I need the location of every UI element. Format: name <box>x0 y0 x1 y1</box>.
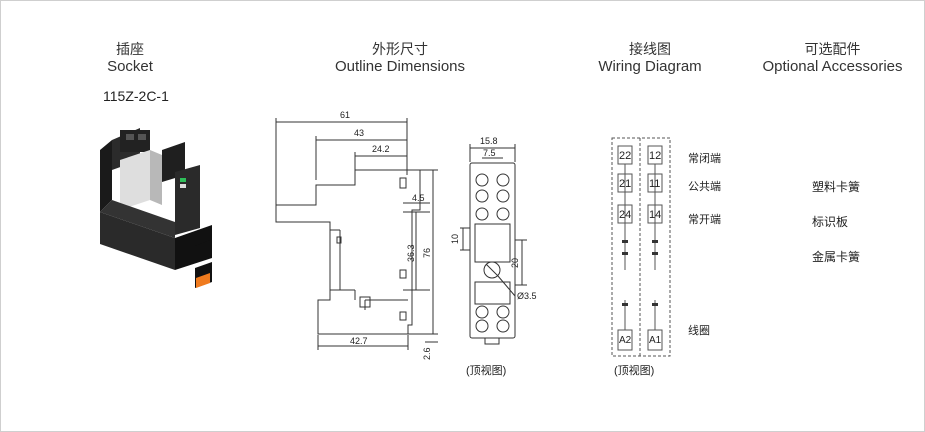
accessories-header: 可选配件 Optional Accessories <box>750 40 915 76</box>
wiring-header-en: Wiring Diagram <box>598 58 702 75</box>
dim-4-5: 4.5 <box>412 193 425 203</box>
dim-3-5: Ø3.5 <box>517 291 537 301</box>
terminal-a2: A2 <box>619 335 632 346</box>
dim-15-8: 15.8 <box>480 136 498 146</box>
accessories-header-en: Optional Accessories <box>762 58 903 75</box>
outline-header-zh: 外形尺寸 <box>372 41 428 57</box>
dim-43: 43 <box>354 128 364 138</box>
side-outline-drawing <box>275 118 438 350</box>
wiring-caption: (顶视图) <box>614 365 655 377</box>
label-no: 常开端 <box>688 214 721 226</box>
dim-24-2: 24.2 <box>372 144 390 154</box>
socket-header-zh: 插座 <box>116 41 144 57</box>
dim-42-7: 42.7 <box>350 336 368 346</box>
dim-7-5: 7.5 <box>483 148 496 158</box>
accessory-marker-plate: 标识板 <box>812 215 849 229</box>
dim-20: 20 <box>510 258 520 268</box>
dim-36-3: 36.3 <box>406 244 416 262</box>
wiring-diagram <box>611 137 671 357</box>
wiring-header-zh: 接线图 <box>629 41 671 57</box>
outline-header: 外形尺寸 Outline Dimensions <box>320 40 480 76</box>
model-number: 115Z-2C-1 <box>103 88 169 104</box>
terminal-14: 14 <box>649 209 662 221</box>
terminal-11: 11 <box>649 178 661 190</box>
dim-10: 10 <box>450 234 460 244</box>
terminal-21: 21 <box>619 178 632 190</box>
dim-2-6: 2.6 <box>422 347 432 360</box>
dim-61: 61 <box>340 110 350 120</box>
label-nc: 常闭端 <box>688 153 721 165</box>
terminal-a1: A1 <box>649 335 662 346</box>
terminal-24: 24 <box>619 209 632 221</box>
socket-photo <box>100 128 212 288</box>
accessory-metal-clip: 金属卡簧 <box>812 250 861 264</box>
dim-76: 76 <box>422 248 432 258</box>
top-view-drawing <box>460 144 527 345</box>
socket-header-en: Socket <box>107 58 153 75</box>
label-com: 公共端 <box>688 181 721 193</box>
accessories-header-zh: 可选配件 <box>804 41 861 57</box>
label-coil: 线圈 <box>688 325 710 337</box>
wiring-header: 接线图 Wiring Diagram <box>585 40 715 76</box>
socket-header: 插座 Socket <box>90 40 170 76</box>
accessory-plastic-clip: 塑料卡簧 <box>812 180 861 194</box>
terminal-12: 12 <box>649 150 662 162</box>
terminal-22: 22 <box>619 150 632 162</box>
outline-header-en: Outline Dimensions <box>334 58 466 75</box>
top-view-caption: (顶视图) <box>466 365 507 377</box>
